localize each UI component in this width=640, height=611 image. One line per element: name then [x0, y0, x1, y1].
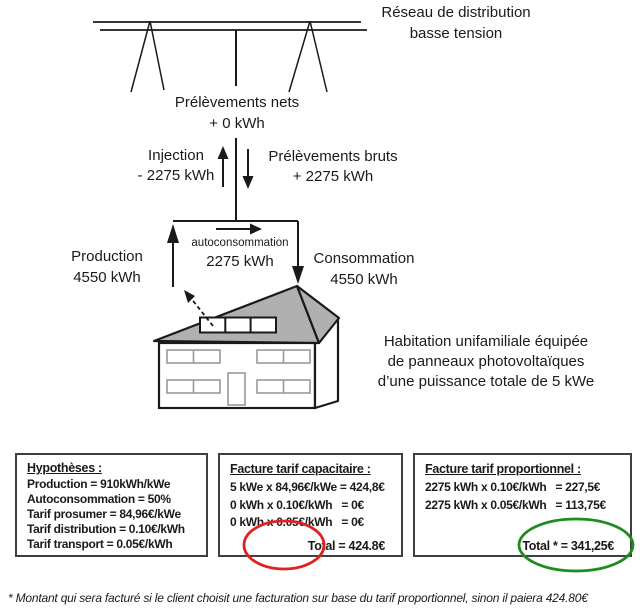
proportional-invoice-title: Facture tarif proportionnel : [425, 462, 581, 476]
consumption-arrow-icon [292, 221, 304, 284]
footnote: * Montant qui sera facturé si le client … [8, 591, 588, 605]
roof-front [152, 284, 321, 345]
network-label: Réseau de distribution basse tension [381, 4, 531, 42]
injection-arrow-icon [217, 146, 229, 187]
hypothesis-line: Tarif prosumer = 84,96€/kWe [27, 507, 181, 521]
hypotheses-title: Hypothèses : [27, 461, 102, 475]
house-icon [152, 284, 341, 410]
roof-side [295, 284, 341, 345]
proportional-invoice-line: 2275 kWh x 0.10€/kWh = 227,5€ [425, 480, 601, 494]
self-consumption-arrow-icon [216, 223, 262, 235]
capacity-invoice-line: 5 kWe x 84,96€/kWe = 424,8€ [230, 480, 385, 494]
pylon-right-icon [288, 20, 328, 93]
windows-icon [166, 349, 311, 394]
proportional-invoice-box: Facture tarif proportionnel : 2275 kWh x… [413, 453, 632, 557]
capacity-invoice-line: 0 kWh x 0.05€/kWh = 0€ [230, 515, 364, 529]
self-consumption-label: autoconsommation [191, 237, 289, 249]
solar-panels-icon [199, 316, 277, 334]
capacity-invoice-title: Facture tarif capacitaire : [230, 462, 371, 476]
house-caption: Habitation unifamiliale équipée de panne… [377, 333, 595, 390]
self-consumption-value: 2275 kWh [206, 253, 274, 270]
production-arrow-icon [167, 224, 179, 287]
hypothesis-line: Autoconsommation = 50% [27, 492, 171, 506]
capacity-invoice-line: 0 kWh x 0.10€/kWh = 0€ [230, 497, 364, 512]
door-icon [227, 372, 246, 406]
hypothesis-line: Tarif distribution = 0.10€/kWh [27, 522, 185, 536]
power-lines-icon [93, 21, 367, 31]
hypothesis-line: Tarif transport = 0.05€/kWh [27, 537, 173, 551]
production-label: Production 4550 kWh [71, 248, 143, 286]
hypotheses-box: Hypothèses : Production = 910kWh/kWe Aut… [15, 453, 208, 557]
capacity-invoice-box: Facture tarif capacitaire : 5 kWe x 84,9… [218, 453, 403, 557]
hypothesis-line: Production = 910kWh/kWe [27, 477, 171, 491]
pylon-left-icon [130, 20, 165, 93]
capacity-invoice-total: Total = 424.8€ [307, 539, 386, 553]
pv-output-arrow-icon [184, 290, 214, 327]
injection-label: Injection - 2275 kWh [137, 147, 215, 184]
gross-withdrawals-arrow-icon [242, 149, 254, 189]
proportional-invoice-line: 2275 kWh x 0.05€/kWh = 113,75€ [425, 497, 606, 512]
consumption-label: Consommation 4550 kWh [313, 250, 415, 288]
gross-withdrawals-label: Prélèvements bruts + 2275 kWh [268, 148, 398, 185]
proportional-invoice-total: Total * = 341,25€ [522, 539, 614, 553]
net-withdrawals-label: Prélèvements nets + 0 kWh [174, 94, 300, 132]
